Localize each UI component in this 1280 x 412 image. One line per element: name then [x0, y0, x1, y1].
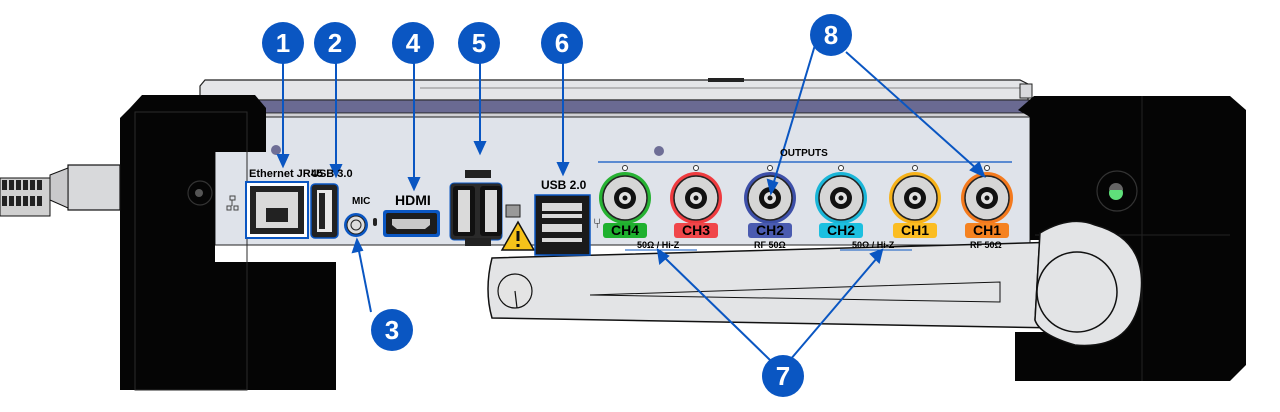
bnc-connector-ch2-2[interactable] — [744, 165, 796, 225]
hdmi-label: HDMI — [395, 192, 431, 208]
callout-1: 1 — [262, 22, 304, 64]
outputs-label: OUTPUTS — [780, 148, 828, 159]
callout-8: 8 — [810, 14, 852, 56]
warning-icon — [500, 220, 536, 251]
ethernet-port[interactable] — [245, 181, 309, 239]
hdmi-port[interactable] — [383, 210, 440, 237]
microphone-icon — [373, 218, 377, 226]
channel-label-ch3: CH3 — [674, 223, 718, 238]
callout-5: 5 — [458, 22, 500, 64]
chassis-top — [199, 78, 1033, 118]
channel-label-ch1-rf: CH1 — [965, 223, 1009, 238]
channel-label-ch4: CH4 — [603, 223, 647, 238]
usb3-label: USB 3.0 — [311, 168, 353, 180]
ethernet-label: Ethernet JR45 — [249, 168, 323, 180]
callout-6: 6 — [541, 22, 583, 64]
impedance-label-ch2-rf: RF 50Ω — [754, 240, 786, 250]
callout-2: 2 — [314, 22, 356, 64]
impedance-label-group1: 50Ω / Hi-Z — [637, 240, 680, 250]
cable-connector — [0, 164, 121, 217]
callout-7: 7 — [762, 355, 804, 397]
channel-label-ch2: CH2 — [819, 223, 863, 238]
right-bumper — [1015, 96, 1246, 381]
callout-3: 3 — [371, 309, 413, 351]
usb3-port[interactable] — [310, 183, 339, 239]
screw-icon — [654, 146, 664, 156]
mic-jack[interactable] — [344, 213, 368, 237]
bnc-connector-ch1-4[interactable] — [889, 165, 941, 225]
usb-icon: ⑂ — [593, 216, 601, 232]
callout-leaders — [276, 44, 986, 361]
bnc-connector-ch2-3[interactable] — [815, 165, 867, 225]
impedance-label-ch1-rf: RF 50Ω — [970, 240, 1002, 250]
impedance-label-group2: 50Ω / Hi-Z — [852, 240, 895, 250]
channel-label-ch2-rf: CH2 — [748, 223, 792, 238]
left-bumper — [120, 95, 336, 391]
screw-icon — [271, 145, 281, 155]
usb2-label: USB 2.0 — [541, 178, 587, 192]
usb2-ports[interactable] — [534, 194, 591, 256]
bnc-connector-ch4-0[interactable] — [599, 165, 651, 225]
callout-4: 4 — [392, 22, 434, 64]
network-icon — [226, 195, 239, 211]
bnc-connector-ch3-1[interactable] — [670, 165, 722, 225]
dual-usb-ports[interactable] — [449, 170, 521, 246]
mic-label: MIC — [352, 196, 371, 207]
channel-label-ch1: CH1 — [893, 223, 937, 238]
bnc-connector-ch1-5[interactable] — [961, 165, 1013, 225]
bnc-connectors — [599, 165, 1013, 225]
